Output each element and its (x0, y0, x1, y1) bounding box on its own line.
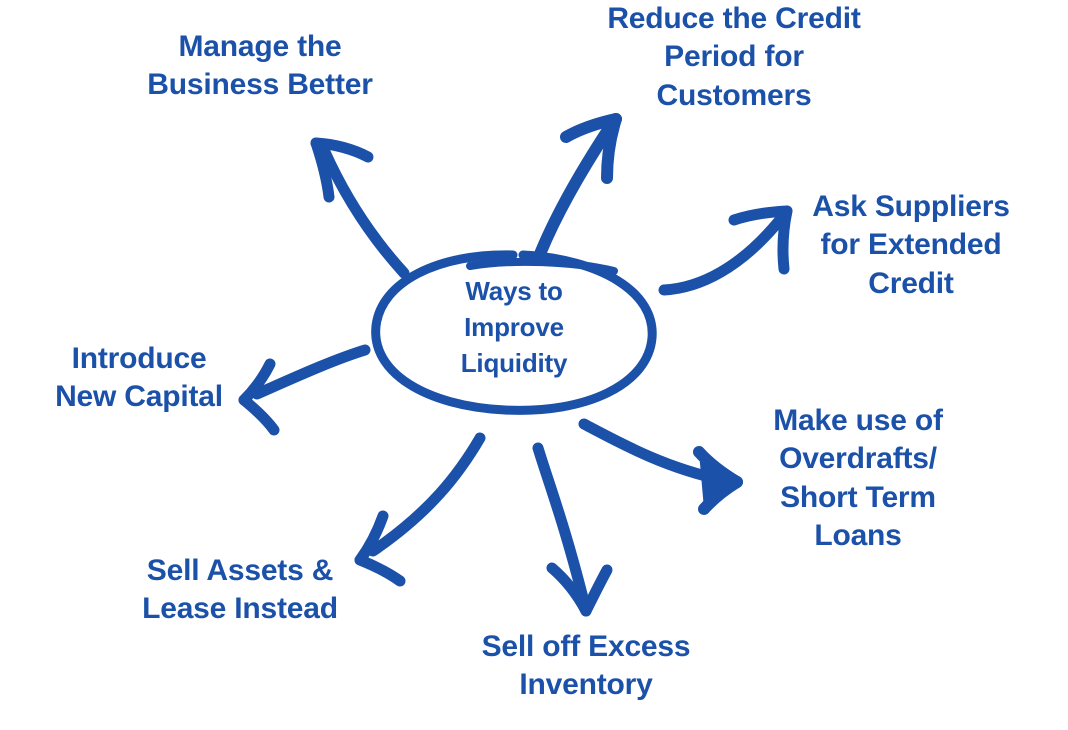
node-label-ask-suppliers: Ask Suppliers for Extended Credit (812, 190, 1010, 300)
node-label-introduce-capital: Introduce New Capital (55, 342, 223, 414)
node-label-sell-excess-inventory: Sell off Excess Inventory (481, 630, 691, 702)
center-node-label: Ways to Improve Liquidity (460, 276, 568, 378)
arrow-right-up (658, 205, 793, 296)
arrow-down (532, 442, 613, 617)
node-label-reduce-credit-period: Reduce the Credit Period for Customers (607, 2, 861, 112)
node-label-manage-business: Manage the Business Better (147, 30, 373, 102)
arrow-up-left (310, 137, 410, 279)
arrow-up-right (532, 113, 622, 265)
arrow-right-down (578, 418, 743, 515)
node-label-sell-assets-lease: Sell Assets & Lease Instead (142, 554, 338, 626)
node-label-overdrafts-loans: Make use of Overdrafts/ Short Term Loans (773, 404, 943, 553)
